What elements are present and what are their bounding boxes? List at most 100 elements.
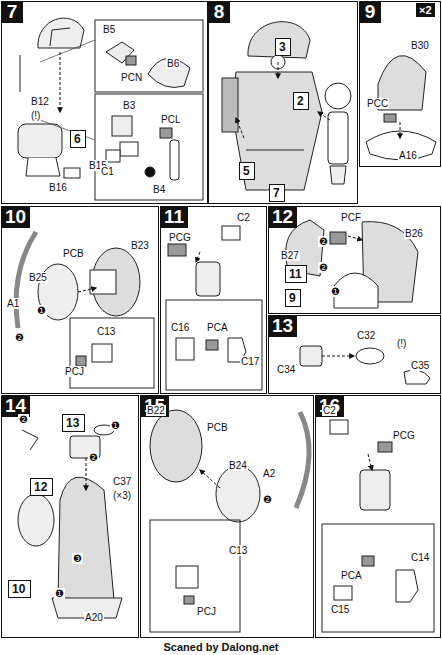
subassembly-box: 6 — [70, 130, 86, 148]
subassembly-box: 12 — [30, 478, 53, 496]
part-label: PCG — [168, 232, 192, 243]
step-number: 8 — [208, 1, 230, 23]
part-label: A16 — [398, 150, 418, 161]
part-label: B23 — [130, 240, 150, 251]
part-label: ❶ — [330, 286, 341, 297]
part-label: (!) — [396, 338, 407, 349]
part-label: C14 — [410, 552, 430, 563]
step-number: 7 — [1, 1, 23, 23]
subassembly-number: 2 — [294, 93, 308, 109]
part-label: PCF — [340, 212, 362, 223]
part-drawing — [58, 477, 114, 600]
part-drawing — [366, 131, 436, 160]
part-drawing — [170, 140, 179, 180]
step-number: 11 — [160, 206, 188, 228]
part-label: C13 — [96, 326, 116, 337]
part-label: C1 — [100, 166, 115, 177]
part-drawing — [300, 346, 322, 366]
part-drawing — [64, 168, 80, 178]
assembly-arrow — [196, 252, 200, 262]
part-label: ❷ — [262, 494, 273, 505]
part-label: ❷ — [88, 452, 99, 463]
part-drawing — [330, 166, 346, 184]
part-label: PCB — [62, 248, 85, 259]
part-label: ❶ — [110, 420, 121, 431]
part-drawing — [126, 56, 136, 65]
part-drawing — [222, 78, 238, 132]
watermark: Scaned by Dalong.net — [163, 641, 280, 654]
subassembly-number: 10 — [9, 581, 30, 597]
part-label: C34 — [276, 364, 296, 375]
part-drawing — [20, 55, 21, 92]
assembly-arrow — [368, 454, 372, 470]
part-drawing — [360, 470, 390, 510]
part-drawing — [38, 18, 84, 48]
part-label: C16 — [170, 322, 190, 333]
part-drawing — [384, 114, 396, 122]
part-drawing — [145, 167, 155, 177]
part-drawing — [90, 270, 116, 294]
part-label: PCN — [120, 72, 143, 83]
part-drawing — [150, 410, 202, 482]
subassembly-number: 12 — [31, 479, 52, 495]
part-drawing — [216, 466, 260, 522]
part-drawing — [330, 232, 346, 244]
part-label: PCA — [206, 322, 229, 333]
part-drawing — [166, 300, 262, 390]
part-label: PCJ — [64, 366, 85, 377]
part-label: C15 — [330, 604, 350, 615]
part-label: PCA — [340, 570, 363, 581]
part-label: PCC — [366, 98, 389, 109]
part-drawing — [206, 340, 218, 350]
subassembly-number: 3 — [276, 39, 290, 55]
part-drawing — [168, 244, 186, 256]
part-label: B24 — [228, 460, 248, 471]
part-label: ❶ — [36, 305, 47, 316]
step-number: 13 — [268, 315, 297, 337]
subassembly-box: 10 — [8, 580, 31, 598]
part-label: ❷ — [318, 236, 329, 247]
assembly-arrow — [348, 236, 362, 240]
step-panel: 8 3 2 57 — [208, 1, 358, 204]
step-panel: 16 — [315, 395, 441, 638]
subassembly-number: 7 — [270, 185, 284, 201]
part-label: B12 — [30, 96, 50, 107]
part-label: (×3) — [112, 490, 132, 501]
part-label: B3 — [122, 100, 136, 111]
subassembly-box: 5 — [239, 162, 255, 180]
part-label: ❷ — [318, 262, 329, 273]
subassembly-number: 5 — [240, 163, 254, 179]
part-drawing — [232, 72, 322, 190]
step-number: 10 — [1, 206, 30, 228]
part-label: B4 — [152, 184, 166, 195]
part-label: B16 — [48, 182, 68, 193]
subassembly-number: 13 — [63, 415, 84, 431]
part-drawing — [325, 83, 351, 109]
part-label: A2 — [262, 468, 276, 479]
assembly-arrow — [86, 458, 87, 490]
part-label: C32 — [356, 330, 376, 341]
part-label: C13 — [228, 545, 248, 556]
part-drawing — [40, 40, 95, 140]
part-label: C17 — [240, 356, 260, 367]
assembly-arrow — [60, 52, 61, 112]
step-number: 9 — [359, 1, 381, 23]
part-drawing — [160, 128, 172, 138]
step-panel: 14131210 — [1, 395, 139, 638]
part-drawing — [22, 430, 38, 450]
subassembly-number: 9 — [286, 290, 300, 306]
part-drawing — [106, 150, 120, 162]
part-drawing — [362, 556, 374, 566]
part-drawing — [18, 494, 54, 546]
assembly-arrow — [400, 122, 401, 138]
part-drawing — [176, 338, 194, 360]
part-drawing — [378, 442, 392, 452]
part-drawing — [328, 112, 348, 164]
part-drawing — [18, 124, 62, 158]
part-drawing — [184, 596, 194, 604]
assembly-arrow — [60, 52, 400, 490]
part-label: PCJ — [196, 606, 217, 617]
part-drawing — [322, 524, 434, 632]
part-label: ❷ — [14, 332, 25, 343]
step-panel: 13 — [268, 315, 441, 394]
